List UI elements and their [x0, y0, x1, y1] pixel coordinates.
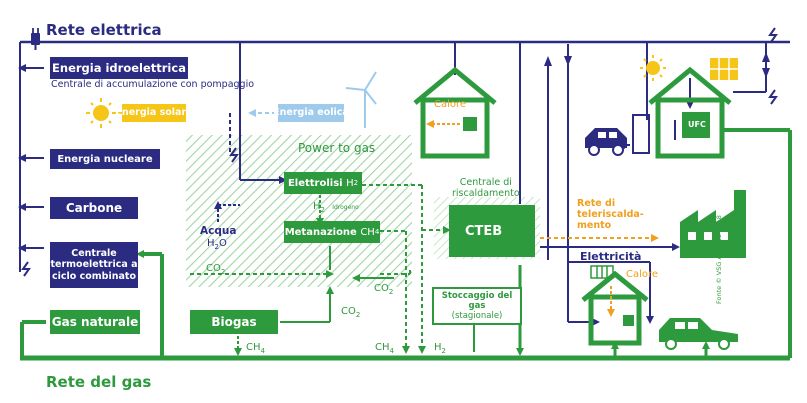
coal-box: Carbone: [50, 197, 138, 219]
cteb-box: CTEB: [449, 205, 535, 257]
district-l3: mento: [577, 219, 612, 231]
natural-gas-box: Gas naturale: [50, 310, 140, 334]
combined-cycle-l3: ciclo combinato: [52, 270, 136, 282]
co2-biogas-label: CO2: [341, 306, 361, 319]
sun-icon: [640, 55, 666, 81]
factory-icon: [680, 190, 746, 258]
biogas-ch4-text: CH: [246, 342, 261, 353]
heat-label-bottom: Calore: [626, 269, 659, 280]
district-l2: teleriscalda-: [577, 208, 644, 220]
hydrogen-label: H2 Idrogeno: [313, 201, 359, 214]
heat-label-top: Calore: [434, 99, 467, 110]
electrolysis-h2: H: [346, 177, 354, 189]
power-to-gas-area: [186, 135, 412, 287]
cteb-label: CTEB: [465, 223, 503, 239]
co2-right-text: CO: [374, 283, 389, 294]
electrolysis-label: Elettrolisi: [287, 177, 343, 189]
gas-storage-l2: (stagionale): [451, 311, 503, 321]
heating-caption: Centrale di riscaldamento: [452, 177, 520, 200]
radiator-icon: [590, 265, 614, 279]
source-note: Fonte © VSG ASIG 12 2018: [715, 215, 723, 304]
water-formula-text: H: [207, 238, 215, 249]
power-to-gas-title: Power to gas: [298, 141, 376, 155]
co2-right-label: CO2: [374, 283, 394, 296]
sun-icon: [86, 98, 116, 128]
combined-cycle-l2: termoelettrica a: [50, 259, 138, 271]
house-icon: [413, 66, 497, 159]
wind-box: Energia eolica: [273, 104, 349, 122]
nuclear-box: Energia nucleare: [50, 149, 160, 169]
combined-cycle-l1: Centrale: [71, 247, 117, 259]
heating-ch4: CH4: [375, 342, 394, 355]
water-formula: H2O: [207, 238, 227, 251]
hydro-subtitle: Centrale di accumulazione con pompaggio: [51, 79, 255, 90]
gas-grid-title: Rete del gas: [46, 373, 152, 391]
combined-cycle-box: Centrale termoelettrica a ciclo combinat…: [50, 242, 138, 288]
co2-biogas-text: CO: [341, 306, 356, 317]
solar-box: Energia solare: [115, 104, 193, 122]
biogas-ch4: CH4: [246, 342, 265, 355]
methanation-ch4: CH: [360, 226, 375, 238]
heating-caption-l2: riscaldamento: [452, 187, 520, 199]
biogas-box: Biogas: [190, 310, 278, 334]
gas-storage-l1: Stoccaggio del gas: [441, 291, 513, 311]
heating-h2: H2: [434, 342, 446, 355]
heating-h2-text: H: [434, 342, 442, 353]
co2-left-text: CO: [206, 263, 221, 274]
district-l1: Rete di: [577, 198, 616, 209]
car-icon: [585, 128, 627, 156]
house-icon: [581, 270, 649, 346]
electric-grid-title: Rete elettrica: [46, 21, 162, 39]
methanation-label: Metanazione: [284, 226, 357, 238]
hydro-box: Energia idroelettrica: [50, 57, 188, 79]
co2-left-label: CO2: [206, 263, 226, 276]
ufc-label: UFC: [688, 120, 706, 129]
district-heating-label: Rete di teleriscalda- mento: [577, 198, 644, 232]
plug-icon: [31, 28, 40, 50]
solar-panel-icon: [710, 58, 738, 80]
water-label: Acqua: [200, 225, 237, 237]
heating-caption-l1: Centrale di: [459, 177, 512, 188]
hydrogen-symbol: H: [313, 201, 321, 212]
electricity-label: Elettricità: [580, 250, 642, 263]
house-icon: [648, 66, 732, 159]
wind-turbine-icon: [345, 71, 377, 128]
gas-storage-box: Stoccaggio del gas (stagionale): [432, 287, 522, 325]
heating-ch4-text: CH: [375, 342, 390, 353]
hydrogen-word: Idrogeno: [332, 204, 359, 211]
car-icon: [659, 318, 738, 350]
